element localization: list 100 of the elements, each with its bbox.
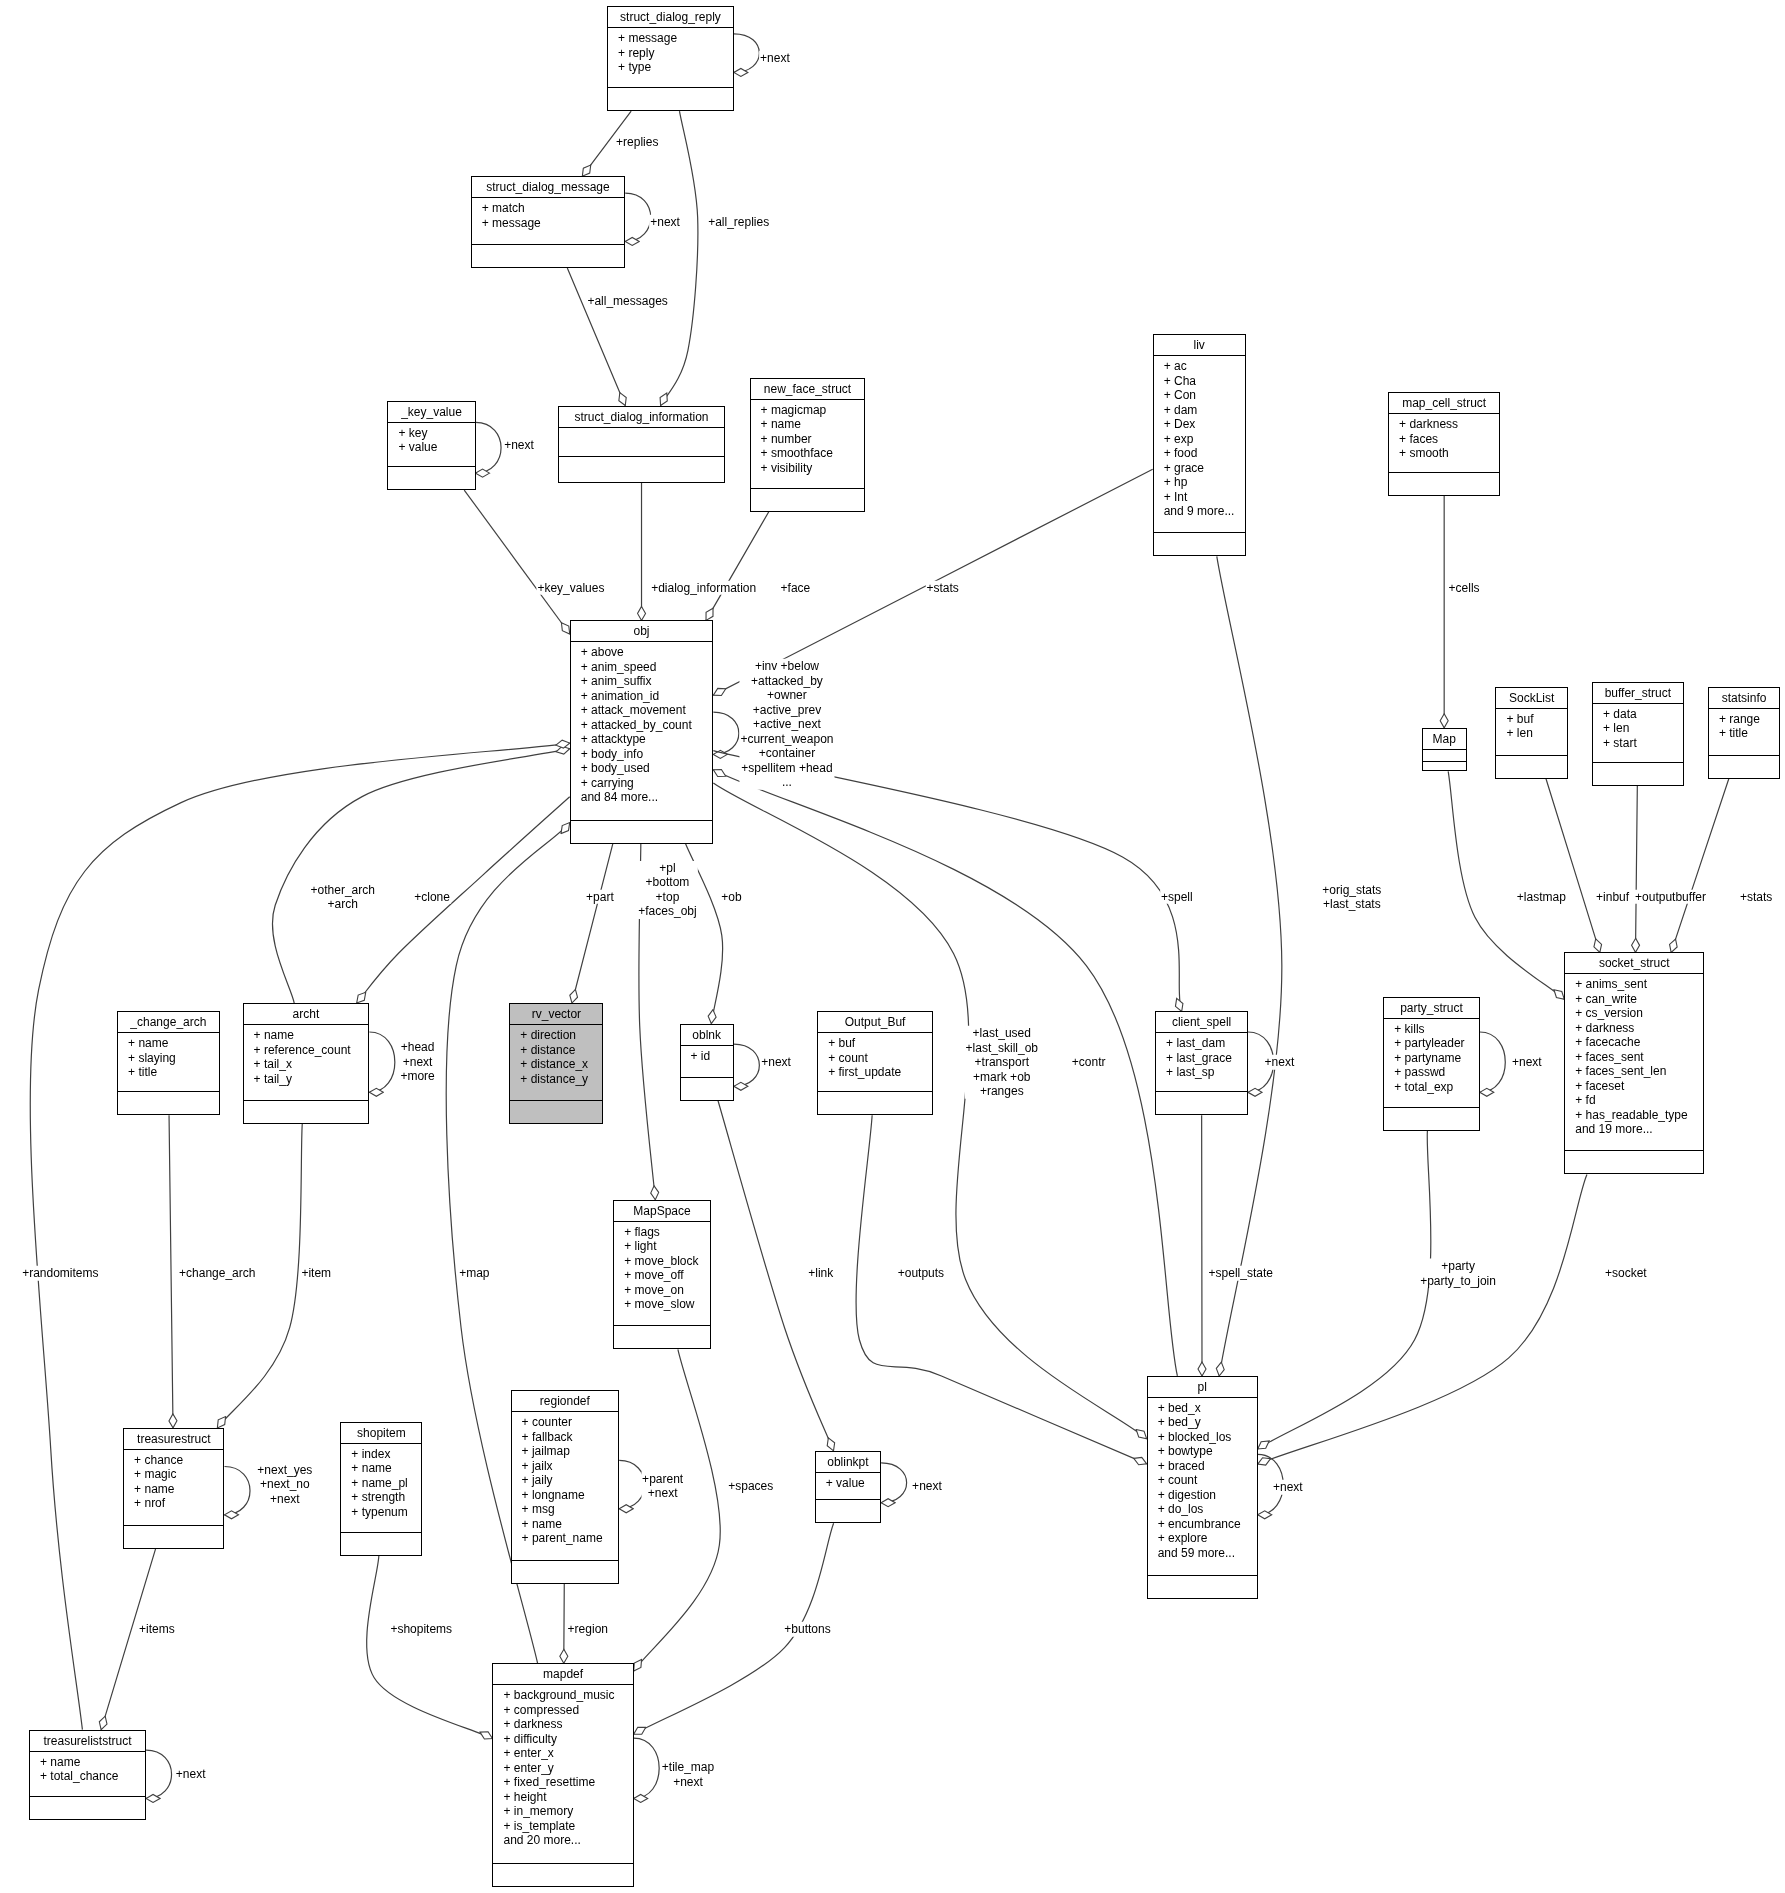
attribute: + Con <box>1163 388 1197 403</box>
attribute: + message <box>481 215 541 231</box>
attribute: + chance <box>134 1452 184 1468</box>
attribute: + faces <box>1399 431 1439 447</box>
attribute: + darkness <box>1575 1020 1635 1036</box>
class-box <box>817 1011 933 1116</box>
attribute: + buf <box>828 1036 856 1051</box>
class-name: oblnk <box>692 1027 722 1042</box>
attribute: + fd <box>1575 1093 1596 1108</box>
class-box <box>1421 727 1467 772</box>
connector <box>216 1123 303 1429</box>
connector <box>633 1737 660 1802</box>
class-box <box>679 1023 734 1101</box>
attribute: + attacktype <box>580 732 646 747</box>
attribute: + total_chance <box>39 1769 119 1784</box>
connector <box>1257 1173 1588 1466</box>
edge-label: +next <box>1263 1054 1296 1070</box>
connector <box>463 489 571 635</box>
attribute: + hp <box>1163 475 1188 490</box>
attribute: and 9 more... <box>1163 504 1235 519</box>
connector <box>368 1031 396 1096</box>
attribute: + encumbrance <box>1157 1516 1241 1532</box>
edge-label: +lastmap <box>1515 889 1567 905</box>
attribute: + id <box>690 1048 711 1064</box>
attribute: + msg <box>521 1502 555 1517</box>
edge-label: +change_arch <box>178 1266 257 1281</box>
class-name: party_struct <box>1400 1000 1463 1015</box>
class-box <box>1592 681 1684 786</box>
attribute: + above <box>580 645 624 660</box>
class-box <box>1564 952 1705 1175</box>
class-box <box>1146 1375 1258 1600</box>
class-name: client_spell <box>1171 1015 1232 1030</box>
connector <box>445 822 571 1664</box>
attribute: + distance_y <box>520 1071 589 1086</box>
attribute: + name <box>521 1516 562 1532</box>
class-box <box>814 1450 882 1524</box>
attribute: + name <box>39 1754 81 1770</box>
attribute: + title <box>1718 726 1748 741</box>
connector <box>168 1114 178 1429</box>
attribute: and 59 more... <box>1157 1545 1236 1561</box>
attribute: + nrof <box>134 1496 166 1511</box>
edge-label: +next <box>1272 1479 1304 1495</box>
attribute: + Int <box>1163 489 1188 505</box>
attribute: + anim_suffix <box>580 674 652 689</box>
class-box <box>1495 686 1568 779</box>
attribute: + enter_x <box>503 1746 554 1761</box>
connector <box>1215 555 1283 1377</box>
attribute: + faceset <box>1575 1078 1625 1094</box>
attribute: + last_dam <box>1166 1036 1226 1051</box>
class-name: struct_dialog_reply <box>620 10 721 25</box>
attribute: and 20 more... <box>503 1833 581 1848</box>
attribute: + counter <box>521 1415 572 1430</box>
connector <box>1197 1114 1207 1377</box>
connector <box>474 421 502 477</box>
edge-label: +outputbuffer <box>1634 889 1707 905</box>
edge-label: +replies <box>615 135 660 150</box>
class-box <box>509 1003 604 1124</box>
attribute: and 84 more... <box>580 790 659 805</box>
connector <box>366 1555 494 1740</box>
attribute: + bed_y <box>1157 1415 1201 1430</box>
class-name: struct_dialog_information <box>574 409 709 424</box>
attribute: + move_slow <box>624 1297 695 1312</box>
attribute: + Cha <box>1163 373 1197 389</box>
attribute: + value <box>398 440 438 455</box>
edge-label: +last_used +last_skill_ob +transport +mark +ob +ranges <box>964 1025 1039 1099</box>
attribute: + background_music <box>503 1688 615 1703</box>
connector <box>1631 785 1641 953</box>
class-name: struct_dialog_message <box>486 180 610 195</box>
class-box <box>28 1729 147 1821</box>
class-box <box>557 405 726 483</box>
class-box <box>1707 686 1781 779</box>
class-name: socket_struct <box>1598 956 1670 971</box>
attribute: + cs_version <box>1575 1006 1643 1021</box>
connector <box>880 1462 908 1507</box>
connector <box>733 33 760 77</box>
attribute: + title <box>128 1065 158 1080</box>
attribute: + do_los <box>1157 1502 1204 1517</box>
class-name: SockList <box>1509 690 1555 705</box>
class-box <box>1155 1011 1249 1116</box>
class-name: MapSpace <box>633 1203 691 1218</box>
connector <box>559 1583 569 1664</box>
connector <box>271 745 571 1004</box>
class-name: _change_arch <box>130 1015 207 1030</box>
attribute: + buf <box>1506 711 1534 727</box>
attribute: + name <box>128 1036 169 1051</box>
edge-label: +key_values <box>536 580 606 596</box>
connector <box>660 110 699 407</box>
class-box <box>1152 334 1246 557</box>
attribute: + number <box>760 431 812 447</box>
attribute: + typenum <box>351 1504 408 1520</box>
class-name: shopitem <box>357 1425 406 1440</box>
attribute: + jailx <box>521 1458 553 1474</box>
attribute: + flags <box>624 1224 660 1240</box>
attribute: + match <box>481 201 525 216</box>
connector <box>733 1043 760 1091</box>
attribute: + visibility <box>760 460 813 476</box>
attribute: + can_write <box>1575 991 1637 1007</box>
connector <box>1479 1031 1506 1096</box>
attribute: + dam <box>1163 402 1198 418</box>
class-name: archt <box>292 1007 320 1021</box>
